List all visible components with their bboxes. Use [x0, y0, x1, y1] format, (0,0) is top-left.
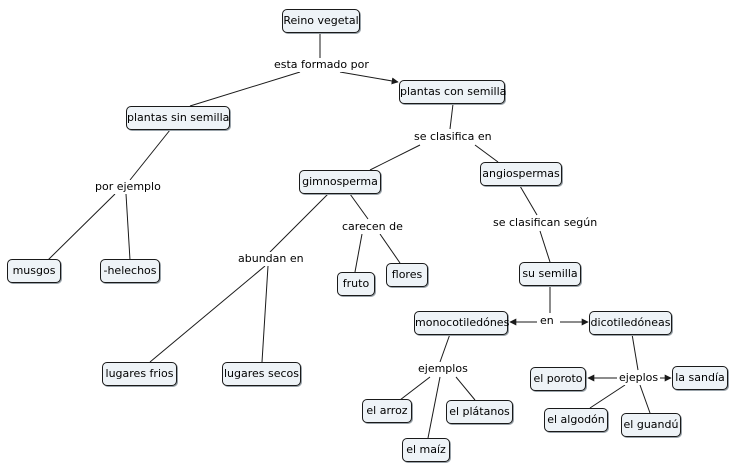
concept-su-semilla[interactable]: su semilla [519, 262, 581, 286]
concept-reino-vegetal[interactable]: Reino vegetal [282, 9, 360, 33]
concept-la-sandia[interactable]: la sandía [672, 366, 728, 390]
concept-el-platanos[interactable]: el plátanos [446, 400, 513, 424]
concept-angiospermas[interactable]: angiospermas [480, 162, 562, 186]
edge [539, 230, 551, 263]
concept-lugares-frios[interactable]: lugares frios [102, 362, 177, 386]
concept-el-poroto[interactable]: el poroto [530, 367, 586, 391]
edge [455, 376, 476, 401]
link-se-clasifica-en: se clasifica en [412, 130, 494, 144]
edge [149, 265, 266, 363]
concept-monocotiledones[interactable]: monocotiledónes [414, 311, 509, 335]
edge [449, 103, 454, 130]
edge [519, 185, 538, 216]
concept-fruto[interactable]: fruto [337, 272, 375, 296]
concept-dicotiledoneas[interactable]: dicotiledóneas [589, 311, 672, 335]
edge [129, 129, 171, 181]
link-esta-formado-por: esta formado por [272, 58, 371, 72]
link-abundan-en: abundan en [236, 252, 306, 266]
link-se-clasifican-segun: se clasifican según [491, 216, 600, 230]
edge [639, 384, 651, 414]
concept-flores[interactable]: flores [386, 263, 428, 287]
concept-plantas-sin-semilla[interactable]: plantas sin semilla [126, 106, 230, 130]
edge [269, 193, 329, 253]
link-carecen-de: carecen de [340, 220, 405, 234]
concept-musgos[interactable]: musgos [7, 259, 61, 283]
edge [379, 233, 401, 264]
edge [189, 71, 301, 107]
link-por-ejemplo: por ejemplo [93, 180, 163, 194]
edge [349, 193, 369, 220]
concept-lugares-secos[interactable]: lugares secos [222, 362, 301, 386]
concept-el-arroz[interactable]: el arroz [362, 399, 412, 423]
link-en: en [538, 314, 556, 328]
concept-gimnosperma[interactable]: gimnosperma [299, 170, 381, 194]
edge [399, 376, 431, 401]
edge [439, 333, 451, 363]
edge [427, 376, 441, 439]
edge-arrow [339, 71, 399, 85]
concept-plantas-con-semilla[interactable]: plantas con semilla [399, 80, 506, 104]
link-ejemplos: ejemplos [416, 362, 470, 376]
edge [125, 193, 131, 261]
edge [261, 265, 269, 363]
edge [47, 193, 116, 261]
concept-helechos[interactable]: -helechos [100, 259, 160, 283]
concept-el-algodon[interactable]: el algodón [544, 408, 608, 432]
edge [474, 144, 499, 163]
concept-el-guandu[interactable]: el guandú [621, 413, 681, 437]
concept-el-maiz[interactable]: el maíz [402, 438, 450, 462]
link-ejeplos: ejeplos [617, 371, 661, 385]
edge [589, 384, 626, 409]
edge [631, 333, 639, 371]
edge [369, 144, 421, 171]
edge [354, 233, 363, 273]
